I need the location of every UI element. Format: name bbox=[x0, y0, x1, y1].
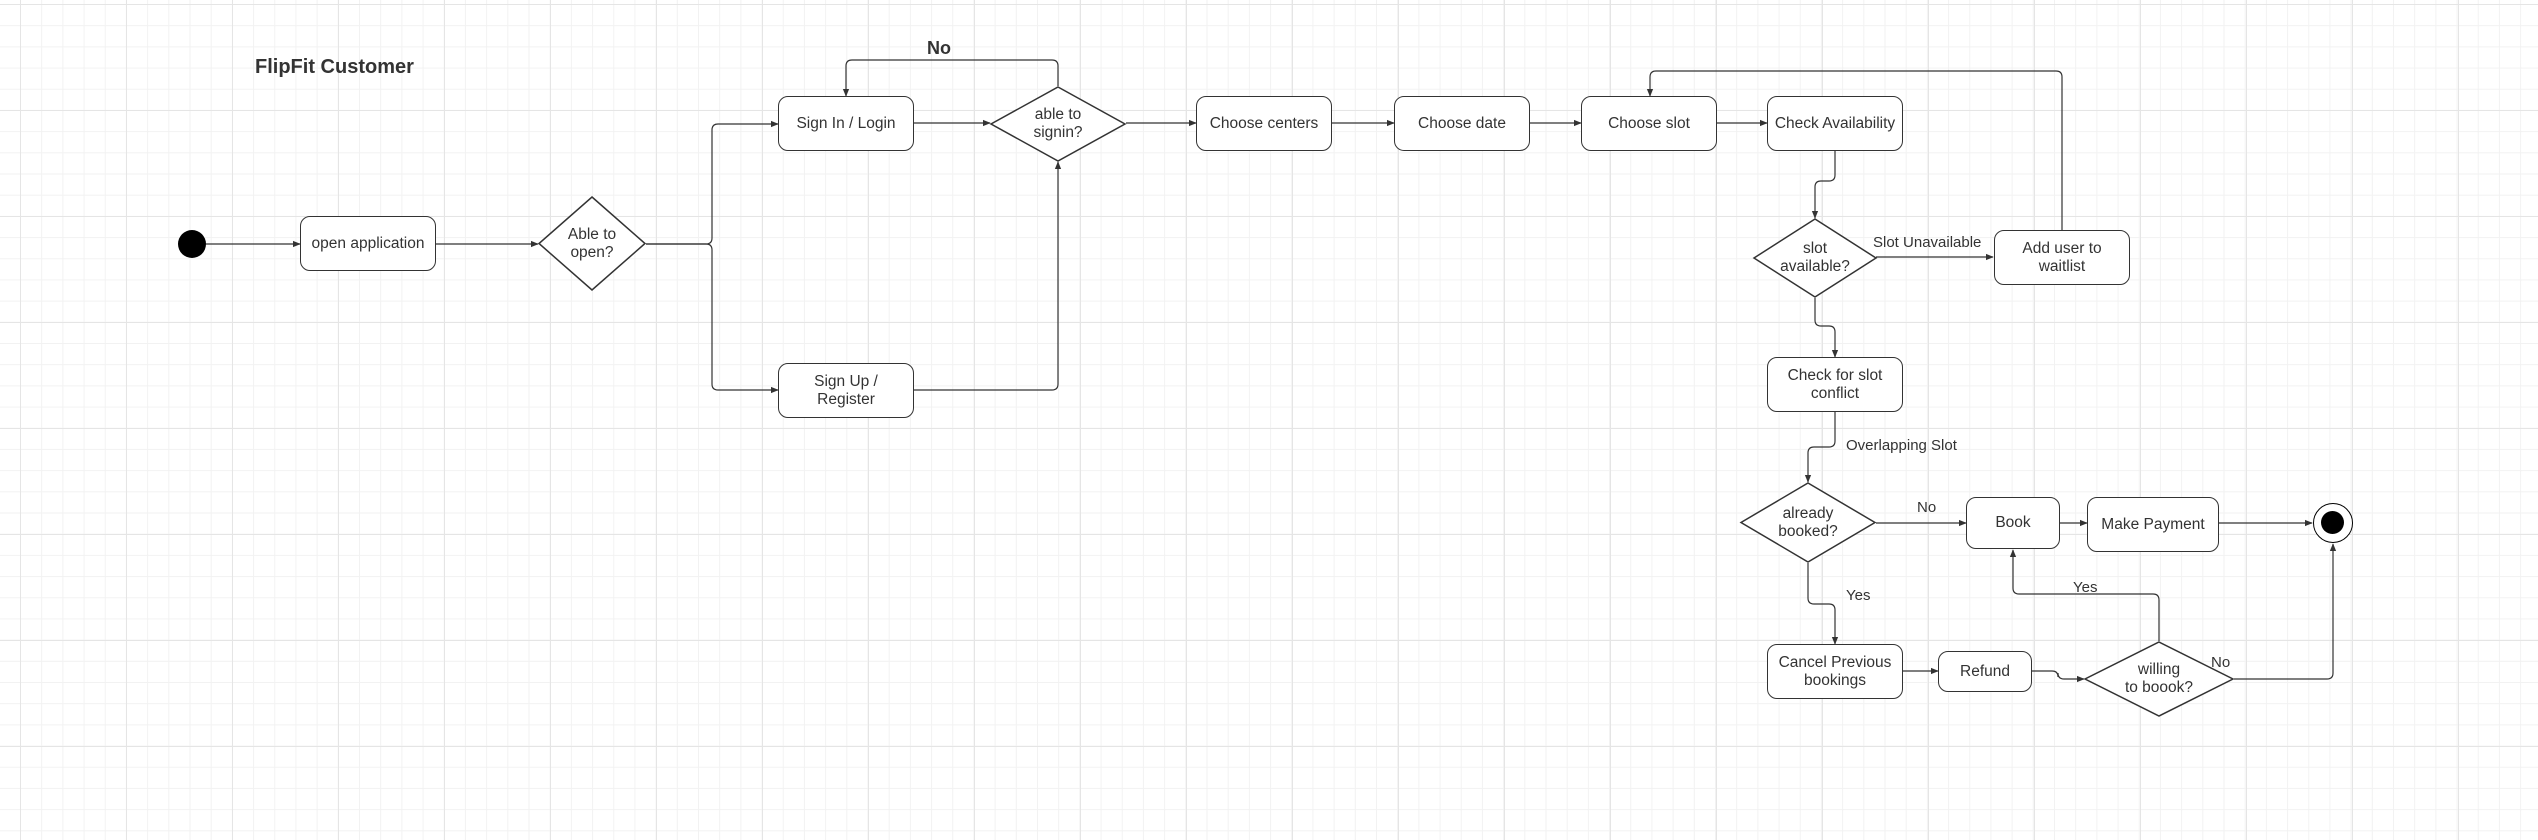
edge-able-to-signup bbox=[646, 243, 779, 394]
node-refund[interactable]: Refund bbox=[1938, 651, 2032, 692]
node-make-payment[interactable]: Make Payment bbox=[2087, 497, 2219, 552]
node-label: Choose date bbox=[1418, 114, 1506, 132]
decision-able-to-signin[interactable]: able to signin? bbox=[989, 86, 1127, 162]
node-label: Cancel Previous bookings bbox=[1778, 653, 1892, 689]
node-label: Make Payment bbox=[2101, 515, 2205, 533]
node-check-availability[interactable]: Check Availability bbox=[1767, 96, 1903, 151]
edge-label-willing-no: No bbox=[2211, 654, 2231, 671]
decision-label: Able to open? bbox=[567, 225, 617, 261]
edge-label-signin-no: No bbox=[927, 38, 951, 58]
edge-waitlist-to-slot bbox=[1646, 70, 2063, 230]
node-choose-centers[interactable]: Choose centers bbox=[1196, 96, 1332, 151]
edge-available-to-conflict bbox=[1814, 298, 1839, 358]
node-cancel-previous[interactable]: Cancel Previous bookings bbox=[1767, 644, 1903, 699]
edge-label-willing-yes: Yes bbox=[2073, 579, 2098, 596]
node-check-conflict[interactable]: Check for slot conflict bbox=[1767, 357, 1903, 412]
edge-availability-to-decision bbox=[1811, 150, 1836, 219]
edge-refund-to-willing bbox=[2032, 670, 2085, 683]
edge-label-slot-unavailable: Slot Unavailable bbox=[1873, 234, 1982, 251]
node-label: Book bbox=[1995, 514, 2031, 531]
node-label: Sign Up / Register bbox=[814, 372, 878, 408]
decision-already-booked[interactable]: already booked? bbox=[1739, 482, 1877, 563]
decision-label: slot available? bbox=[1780, 240, 1850, 275]
edge-label-booked-yes: Yes bbox=[1846, 587, 1871, 604]
node-add-waitlist[interactable]: Add user to waitlist bbox=[1994, 230, 2130, 285]
decision-label: able to signin? bbox=[1033, 106, 1083, 141]
edge-signin-no-loop bbox=[842, 59, 1059, 97]
node-open-application[interactable]: open application bbox=[300, 216, 436, 271]
decision-label: willing to boook? bbox=[2124, 661, 2194, 696]
node-sign-in[interactable]: Sign In / Login bbox=[778, 96, 914, 151]
node-label: Check for slot conflict bbox=[1787, 366, 1883, 402]
edge-willing-yes bbox=[2009, 549, 2160, 641]
decision-label: already booked? bbox=[1778, 504, 1838, 540]
node-label: Check Availability bbox=[1774, 114, 1896, 132]
decision-willing-to-book[interactable]: willing to boook? bbox=[2083, 641, 2235, 717]
edge-conflict-to-booked bbox=[1804, 411, 1836, 483]
node-label: Sign In / Login bbox=[796, 114, 896, 132]
edge-label-booked-no: No bbox=[1917, 499, 1937, 516]
decision-slot-available[interactable]: slot available? bbox=[1752, 218, 1878, 298]
node-choose-date[interactable]: Choose date bbox=[1394, 96, 1530, 151]
edge-signup-to-decision bbox=[914, 161, 1062, 391]
diagram-title: FlipFit Customer bbox=[255, 56, 414, 78]
node-sign-up[interactable]: Sign Up / Register bbox=[778, 363, 914, 418]
end-node bbox=[2313, 503, 2353, 543]
decision-able-to-open[interactable]: Able to open? bbox=[537, 196, 647, 291]
node-label: open application bbox=[311, 234, 425, 252]
node-book[interactable]: Book bbox=[1966, 497, 2060, 549]
node-label: Choose slot bbox=[1608, 114, 1690, 132]
node-choose-slot[interactable]: Choose slot bbox=[1581, 96, 1717, 151]
edge-booked-yes bbox=[1807, 563, 1839, 645]
edge-able-to-signin bbox=[646, 120, 779, 245]
node-label: Refund bbox=[1960, 662, 2010, 680]
edge-willing-no bbox=[2234, 543, 2337, 680]
edge-label-overlapping-slot: Overlapping Slot bbox=[1846, 437, 1957, 454]
node-label: Choose centers bbox=[1209, 114, 1319, 132]
node-label: Add user to waitlist bbox=[2022, 239, 2102, 275]
start-node bbox=[178, 230, 206, 258]
